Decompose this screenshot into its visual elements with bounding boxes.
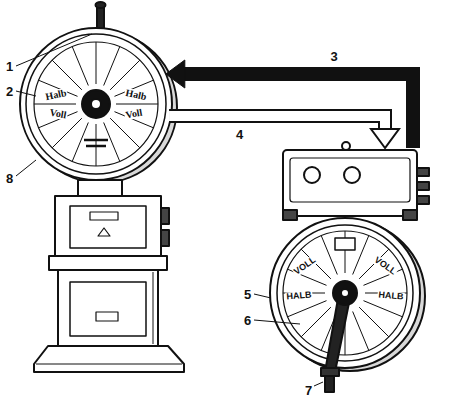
callout-number: 8: [5, 172, 14, 185]
dial-sector-label: HALB: [285, 290, 313, 301]
dial-sector-label: Halb: [124, 88, 149, 103]
callout-number: 7: [304, 384, 313, 397]
signal-arrow: [166, 60, 413, 148]
signal-arrow: [169, 116, 399, 148]
callout-number: 2: [5, 85, 14, 98]
callout-number: 6: [243, 314, 252, 327]
telegraph-dial: VOLL HALB HALB VOLL: [265, 148, 425, 370]
callout-number: 1: [5, 60, 14, 73]
dial-sector-label: HALB: [377, 290, 405, 301]
dial-sector-label: Voll: [48, 107, 68, 120]
callout-number: 5: [243, 288, 252, 301]
dial-sector-label: VOLL: [372, 255, 398, 277]
telegraph-dial: HalbVoll HalbVoll: [20, 28, 172, 180]
leader-lines: [16, 34, 323, 386]
callout-number: 4: [235, 128, 244, 141]
dial-sector-label: Voll: [124, 107, 144, 120]
callout-number: 3: [329, 50, 338, 63]
dial-sector-label: Halb: [44, 88, 69, 103]
dial-sector-label: VOLL: [292, 255, 318, 277]
